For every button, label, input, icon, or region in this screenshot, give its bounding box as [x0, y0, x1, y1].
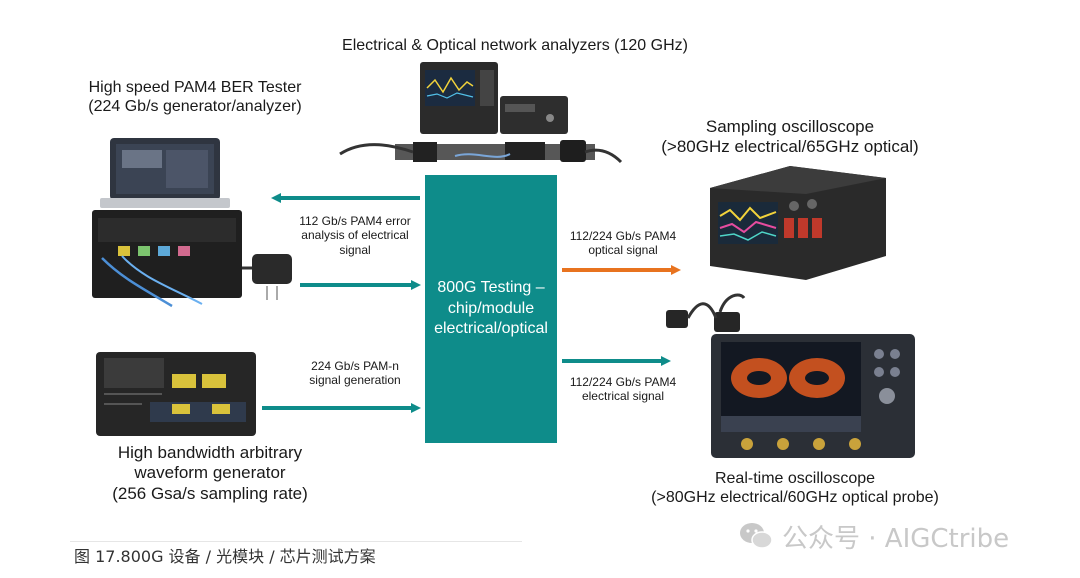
sampling-scope-image — [710, 166, 886, 280]
awg-title: High bandwidth arbitrary — [117, 443, 303, 462]
sampling-scope-subtitle: (>80GHz electrical/65GHz optical) — [661, 137, 919, 157]
sampling-scope-title: Sampling oscilloscope — [705, 117, 875, 136]
network-analyzer-image — [339, 62, 623, 164]
wechat-icon — [740, 523, 773, 549]
center-testing-box: 800G Testing – chip/module electrical/op… — [425, 175, 557, 443]
network-analyzers-label: Electrical & Optical network analyzers (… — [342, 37, 688, 54]
sampling-scope-label: Sampling oscilloscope (>80GHz electrical… — [640, 117, 940, 158]
ber-tester-subtitle: (224 Gb/s generator/analyzer) — [88, 98, 302, 116]
ber-tester-label: High speed PAM4 BER Tester (224 Gb/s gen… — [60, 78, 330, 116]
ber-tester-image — [92, 138, 292, 308]
electrical-signal-label: 112/224 Gb/s PAM4 electrical signal — [569, 375, 677, 404]
realtime-scope-subtitle: (>80GHz electrical/60GHz optical probe) — [651, 489, 939, 507]
awg-image — [96, 352, 256, 436]
center-box-label: 800G Testing – chip/module electrical/op… — [434, 278, 548, 338]
watermark: 公众号 · AIGCtribe — [738, 516, 1009, 556]
ber-tester-title: High speed PAM4 BER Tester — [88, 79, 302, 96]
optical-signal-label: 112/224 Gb/s PAM4 optical signal — [569, 229, 677, 258]
pam-n-generation-label: 224 Gb/s PAM-n signal generation — [309, 359, 401, 388]
optical-probe-image — [666, 293, 746, 332]
realtime-scope-label: Real-time oscilloscope (>80GHz electrica… — [630, 469, 960, 507]
awg-label: High bandwidth arbitrary waveform genera… — [70, 443, 350, 504]
awg-subtitle: (256 Gsa/s sampling rate) — [112, 483, 308, 503]
realtime-scope-title: Real-time oscilloscope — [714, 470, 876, 487]
error-analysis-label: 112 Gb/s PAM4 error analysis of electric… — [299, 214, 411, 257]
realtime-scope-image — [711, 334, 915, 458]
watermark-text: 公众号 · AIGCtribe — [782, 523, 1010, 554]
awg-title-2: waveform generator — [134, 463, 286, 483]
figure-caption: 图 17.800G 设备 / 光模块 / 芯片测试方案 — [70, 541, 522, 572]
